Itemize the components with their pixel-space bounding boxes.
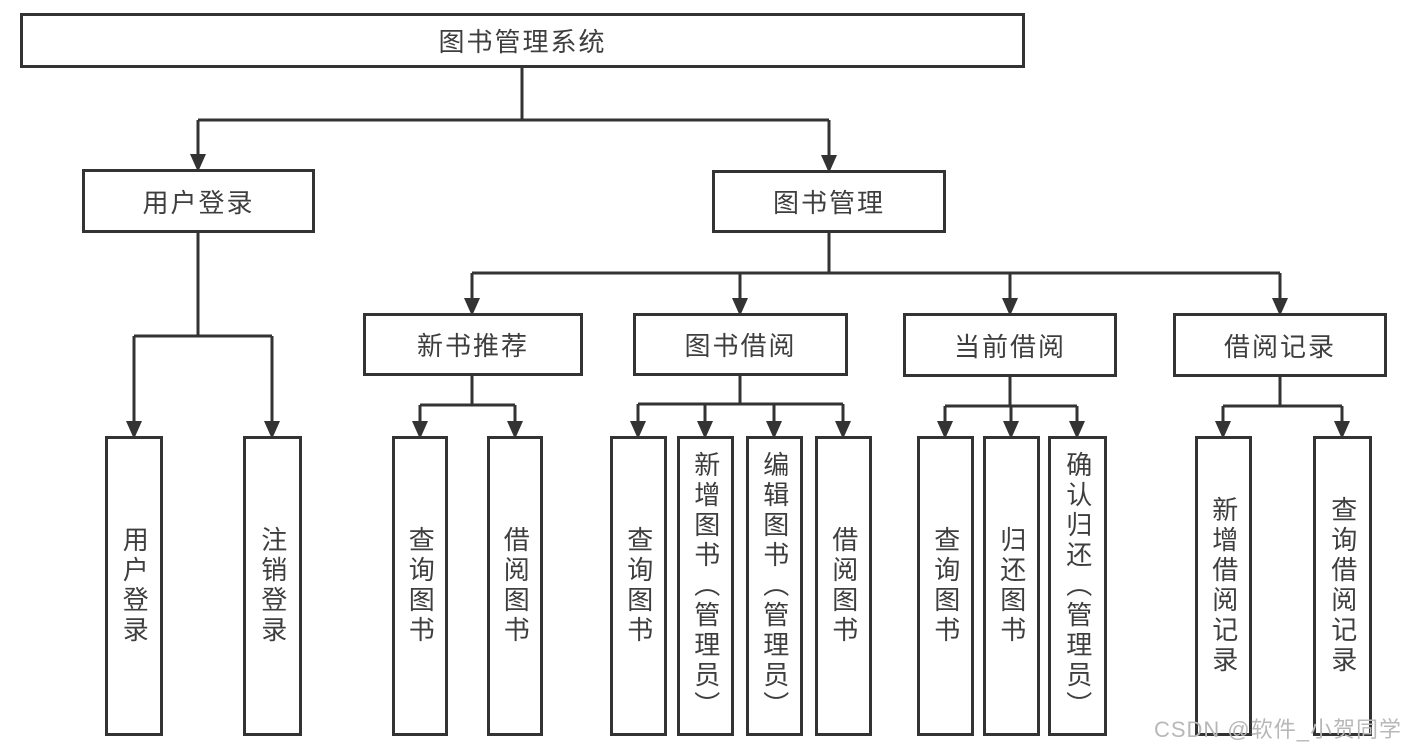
node-current-borrowing-label: 当前借阅 — [953, 331, 1066, 362]
node-user-login-label: 用户登录 — [142, 187, 255, 218]
watermark: CSDN @软件_小贺同学 — [1153, 717, 1402, 742]
leaf-current-query-label: 查询图书 — [930, 526, 961, 646]
leaf-current-return-label: 归还图书 — [996, 526, 1027, 646]
node-root-label: 图书管理系统 — [438, 27, 607, 57]
leaf-borrowing-query: 查询图书 — [610, 436, 667, 736]
leaf-borrowing-query-label: 查询图书 — [623, 526, 654, 646]
leaf-borrowing-borrow: 借阅图书 — [815, 436, 872, 736]
node-book-mgmt: 图书管理 — [712, 170, 946, 233]
leaf-borrowing-add: 新增图书（管理员） — [677, 436, 734, 736]
node-book-mgmt-label: 图书管理 — [772, 188, 885, 218]
node-current-borrowing: 当前借阅 — [903, 313, 1117, 377]
node-borrow-records: 借阅记录 — [1173, 313, 1387, 377]
leaf-borrowing-edit: 编辑图书（管理员） — [746, 436, 803, 736]
leaf-records-add-label: 新增借阅记录 — [1208, 496, 1239, 676]
leaf-logout-label: 注销登录 — [257, 526, 288, 646]
leaf-records-add: 新增借阅记录 — [1195, 436, 1252, 736]
leaf-newbooks-borrow: 借阅图书 — [487, 436, 543, 736]
leaf-newbooks-borrow-label: 借阅图书 — [500, 526, 531, 646]
leaf-newbooks-query: 查询图书 — [392, 436, 448, 736]
leaf-login-label: 用户登录 — [119, 526, 150, 646]
node-new-books: 新书推荐 — [363, 313, 583, 376]
leaf-current-query: 查询图书 — [917, 436, 974, 736]
leaf-borrowing-edit-label: 编辑图书（管理员） — [759, 451, 790, 721]
leaf-records-query: 查询借阅记录 — [1313, 436, 1372, 736]
leaf-borrowing-add-label: 新增图书（管理员） — [690, 451, 721, 721]
leaf-borrowing-borrow-label: 借阅图书 — [828, 526, 859, 646]
leaf-logout: 注销登录 — [243, 436, 302, 736]
node-new-books-label: 新书推荐 — [416, 331, 529, 361]
leaf-current-confirm-label: 确认归还（管理员） — [1062, 451, 1093, 721]
leaf-newbooks-query-label: 查询图书 — [405, 526, 436, 646]
node-borrow-records-label: 借阅记录 — [1223, 331, 1336, 362]
leaf-current-confirm: 确认归还（管理员） — [1048, 436, 1107, 736]
connector-paths — [132, 68, 1344, 423]
node-book-borrowing-label: 图书借阅 — [684, 331, 797, 361]
leaf-login: 用户登录 — [105, 436, 163, 736]
leaf-records-query-label: 查询借阅记录 — [1327, 496, 1358, 676]
node-book-borrowing: 图书借阅 — [633, 313, 848, 376]
node-user-login: 用户登录 — [82, 169, 315, 233]
leaf-current-return: 归还图书 — [983, 436, 1040, 736]
node-root: 图书管理系统 — [20, 13, 1025, 68]
